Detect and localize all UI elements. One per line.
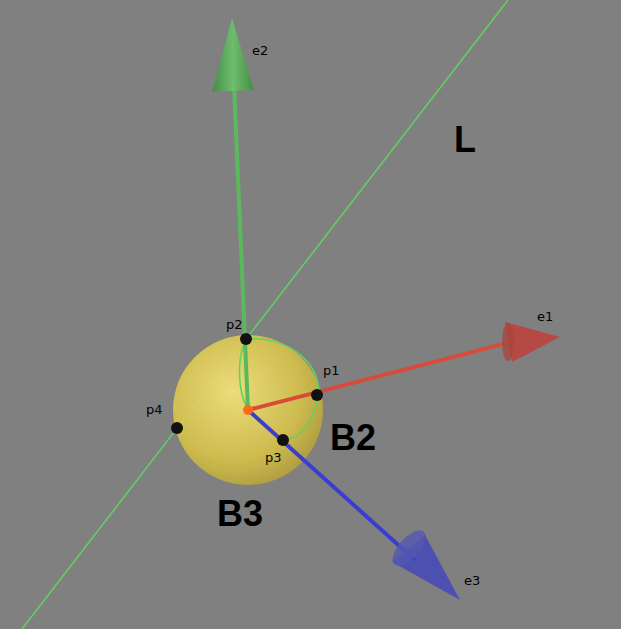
point-label: p4	[146, 403, 163, 416]
axis-label: e1	[537, 310, 553, 323]
region-label: B3	[217, 496, 263, 532]
line-label: L	[454, 122, 476, 158]
axis-e1	[248, 341, 515, 410]
point-label: p1	[323, 364, 340, 377]
axis-label: e3	[464, 574, 480, 587]
circle-arc	[246, 339, 318, 440]
axis-e3	[248, 410, 415, 560]
point-label: p3	[265, 451, 282, 464]
point-dot	[311, 389, 323, 401]
point-dot	[277, 434, 289, 446]
arrow-cone	[387, 525, 431, 571]
arrow-cone	[212, 18, 254, 92]
point-label: p2	[226, 318, 243, 331]
point-dot	[240, 333, 252, 345]
origin-dot	[243, 405, 253, 415]
sphere	[173, 335, 323, 485]
arrow-cone	[502, 323, 514, 361]
axis-e2	[234, 85, 248, 410]
region-label: B2	[330, 420, 376, 456]
point-dot	[171, 422, 183, 434]
line-l	[22, 0, 508, 629]
axis-label: e2	[252, 44, 268, 57]
